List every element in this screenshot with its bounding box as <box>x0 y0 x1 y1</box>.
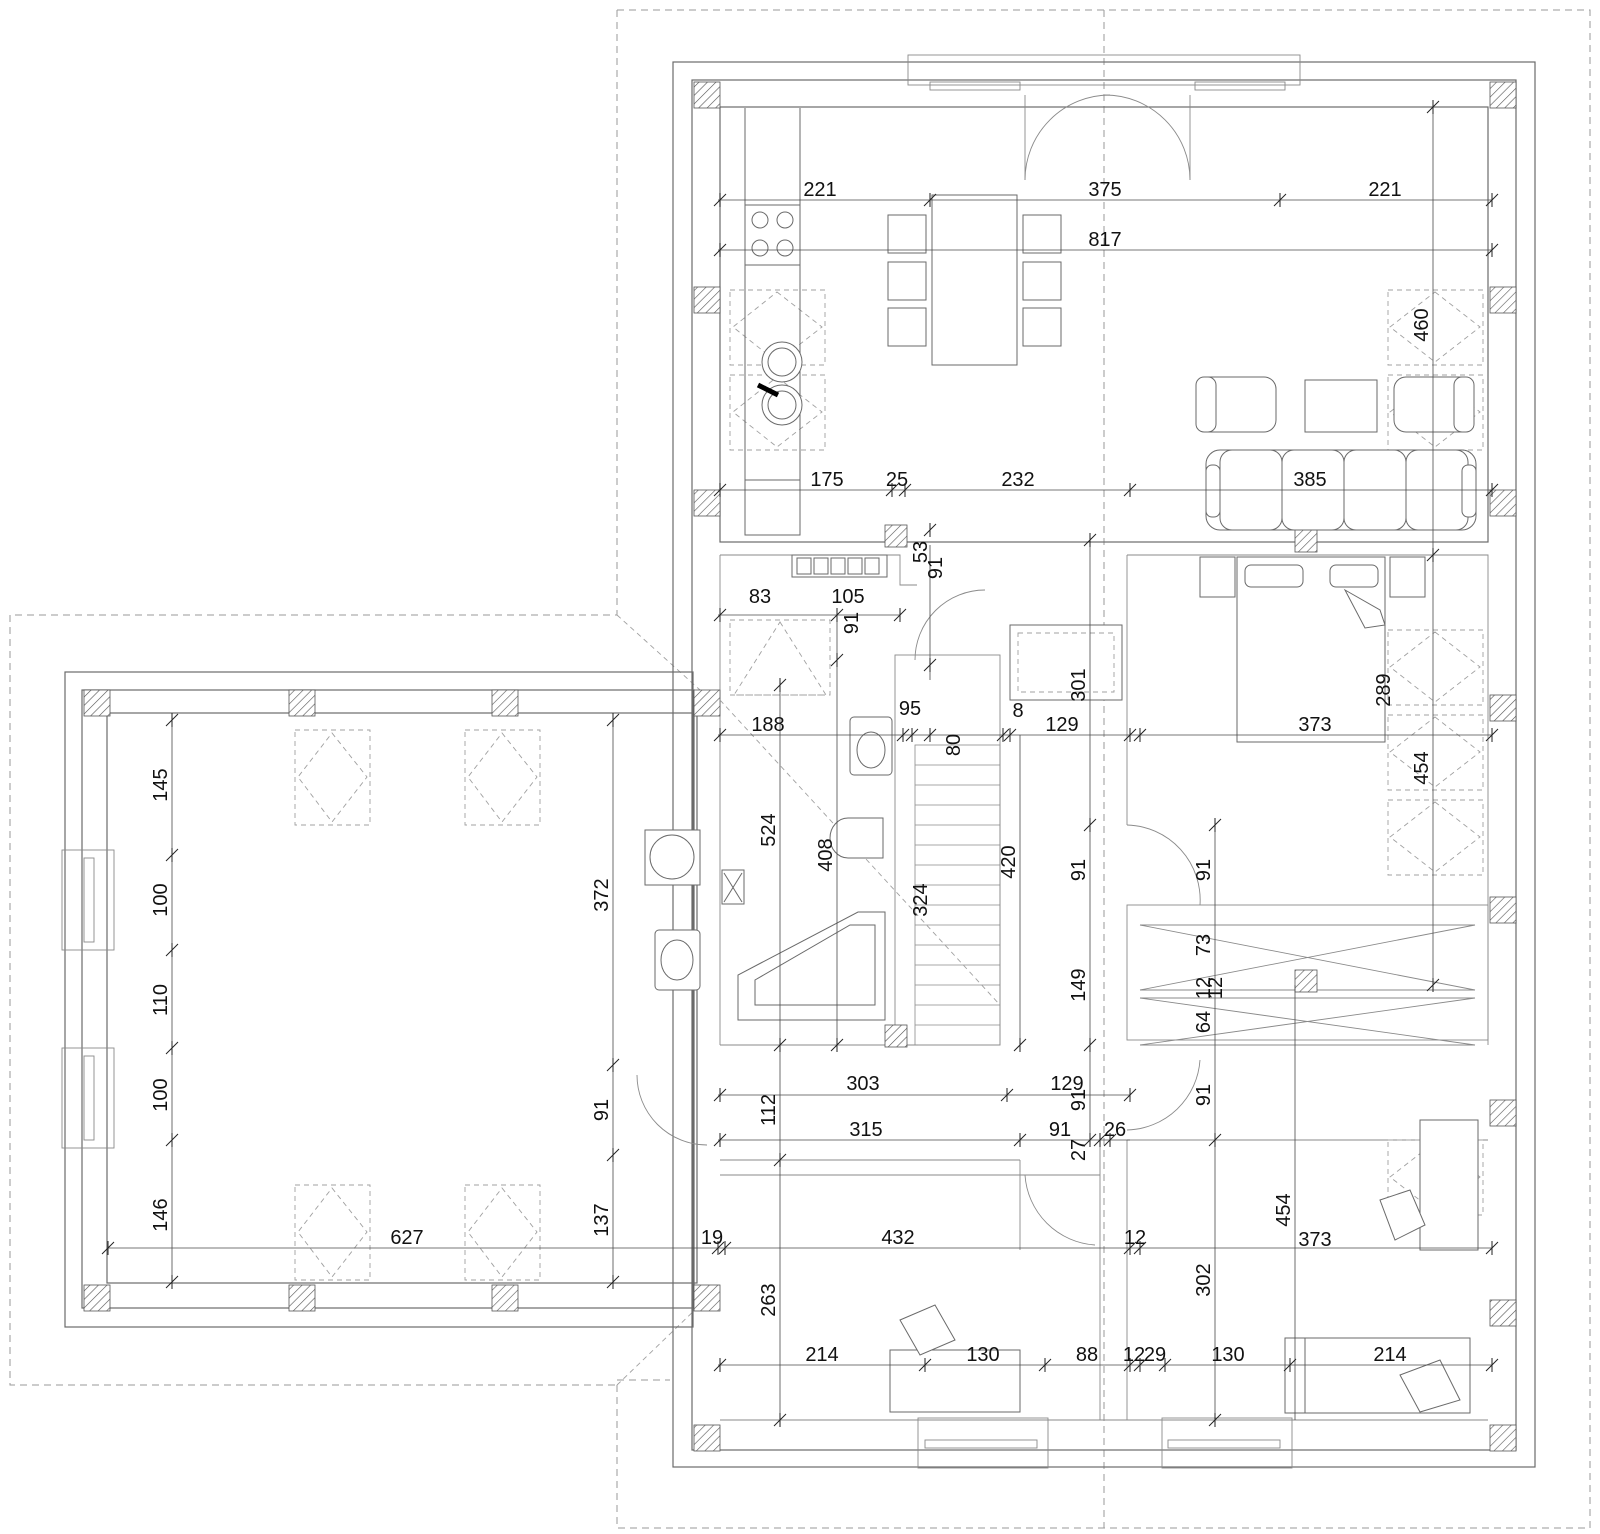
dim-label: 303 <box>846 1073 879 1095</box>
dim-label: 137 <box>591 1203 613 1236</box>
dining-table <box>887 194 1062 366</box>
dim-label: 289 <box>1373 673 1395 706</box>
dim-label: 315 <box>849 1119 882 1141</box>
dim-label: 372 <box>591 878 613 911</box>
bathroom-fixtures <box>721 624 1123 1021</box>
dimension-ticks <box>101 100 1499 1427</box>
dim-label: 373 <box>1298 1229 1331 1251</box>
dim-label: 12 <box>1205 977 1227 999</box>
dim-label: 12 <box>1193 977 1215 999</box>
skylight <box>294 1184 371 1281</box>
skylight <box>1387 289 1484 366</box>
dim-label: 8 <box>1012 700 1023 722</box>
dim-label: 324 <box>910 883 932 916</box>
dim-label: 175 <box>810 469 843 491</box>
doors <box>636 94 1201 1246</box>
dim-label: 221 <box>1368 179 1401 201</box>
dim-label: 64 <box>1193 1011 1215 1033</box>
skylight <box>464 729 541 826</box>
dim-label: 53 <box>910 541 932 563</box>
dim-label: 91 <box>925 557 947 579</box>
dim-label: 130 <box>966 1344 999 1366</box>
dim-label: 25 <box>886 469 908 491</box>
dim-label: 26 <box>1104 1119 1126 1141</box>
exterior-walls <box>61 54 1536 1469</box>
dim-label: 373 <box>1298 714 1331 736</box>
dim-label: 91 <box>841 612 863 634</box>
dim-label: 149 <box>1068 968 1090 1001</box>
radiator <box>791 554 888 578</box>
dim-label: 91 <box>1049 1119 1071 1141</box>
dim-label: 817 <box>1088 229 1121 251</box>
dim-label: 145 <box>150 768 172 801</box>
living-furniture <box>1195 376 1477 531</box>
dim-label: 221 <box>803 179 836 201</box>
dim-label: 408 <box>815 838 837 871</box>
dim-label: 88 <box>1076 1344 1098 1366</box>
dim-label: 83 <box>749 586 771 608</box>
roof-outline <box>9 9 1591 1529</box>
dim-label: 214 <box>805 1344 838 1366</box>
skylight <box>1387 629 1484 706</box>
dim-label: 432 <box>881 1227 914 1249</box>
dim-label: 460 <box>1411 308 1433 341</box>
dim-label: 232 <box>1001 469 1034 491</box>
dimension-lines <box>108 107 1492 1420</box>
dim-label: 91 <box>591 1099 613 1121</box>
dim-label: 385 <box>1293 469 1326 491</box>
dim-label: 80 <box>943 734 965 756</box>
dim-label: 454 <box>1273 1193 1295 1226</box>
bedroom-1-furniture <box>1199 556 1426 743</box>
dim-label: 12 <box>1124 1227 1146 1249</box>
dim-label: 130 <box>1211 1344 1244 1366</box>
skylight <box>1387 714 1484 791</box>
dim-label: 95 <box>899 698 921 720</box>
dim-label: 301 <box>1068 668 1090 701</box>
dim-label: 129 <box>1045 714 1078 736</box>
dim-label: 302 <box>1193 1263 1215 1296</box>
columns <box>83 81 1517 1452</box>
dim-label: 110 <box>150 984 172 1016</box>
skylight <box>1387 799 1484 876</box>
staircase <box>719 699 1001 1046</box>
dim-label: 112 <box>758 1094 780 1126</box>
skylights <box>294 289 1484 1281</box>
dim-label: 91 <box>1193 1084 1215 1106</box>
dim-label: 100 <box>150 883 172 916</box>
dim-label: 214 <box>1373 1344 1406 1366</box>
dim-label: 91 <box>1193 859 1215 881</box>
dim-label: 129 <box>1050 1073 1083 1095</box>
dim-label: 27 <box>1068 1139 1090 1161</box>
dim-label: 91 <box>1068 1089 1090 1111</box>
dim-label: 524 <box>758 813 780 846</box>
dim-label: 188 <box>751 714 784 736</box>
dim-label: 91 <box>1068 859 1090 881</box>
dim-label: 420 <box>998 845 1020 878</box>
dim-label: 105 <box>831 586 864 608</box>
dim-label: 73 <box>1193 934 1215 956</box>
skylight <box>464 1184 541 1281</box>
dim-label: 627 <box>390 1227 423 1249</box>
skylight <box>294 729 371 826</box>
kitchen-counter <box>744 108 803 536</box>
dimension-labels: 221 375 221 817 460 175 25 232 385 53 91… <box>150 179 1433 1366</box>
dim-label: 29 <box>1144 1344 1166 1366</box>
dim-label: 100 <box>150 1078 172 1111</box>
dim-label: 454 <box>1411 751 1433 784</box>
dim-label: 146 <box>150 1198 172 1231</box>
dim-label: 263 <box>758 1283 780 1316</box>
dim-label: 375 <box>1088 179 1121 201</box>
garage-fixtures <box>644 829 701 991</box>
study-furniture <box>889 1304 1021 1413</box>
bedroom-2-furniture <box>1284 1119 1479 1414</box>
